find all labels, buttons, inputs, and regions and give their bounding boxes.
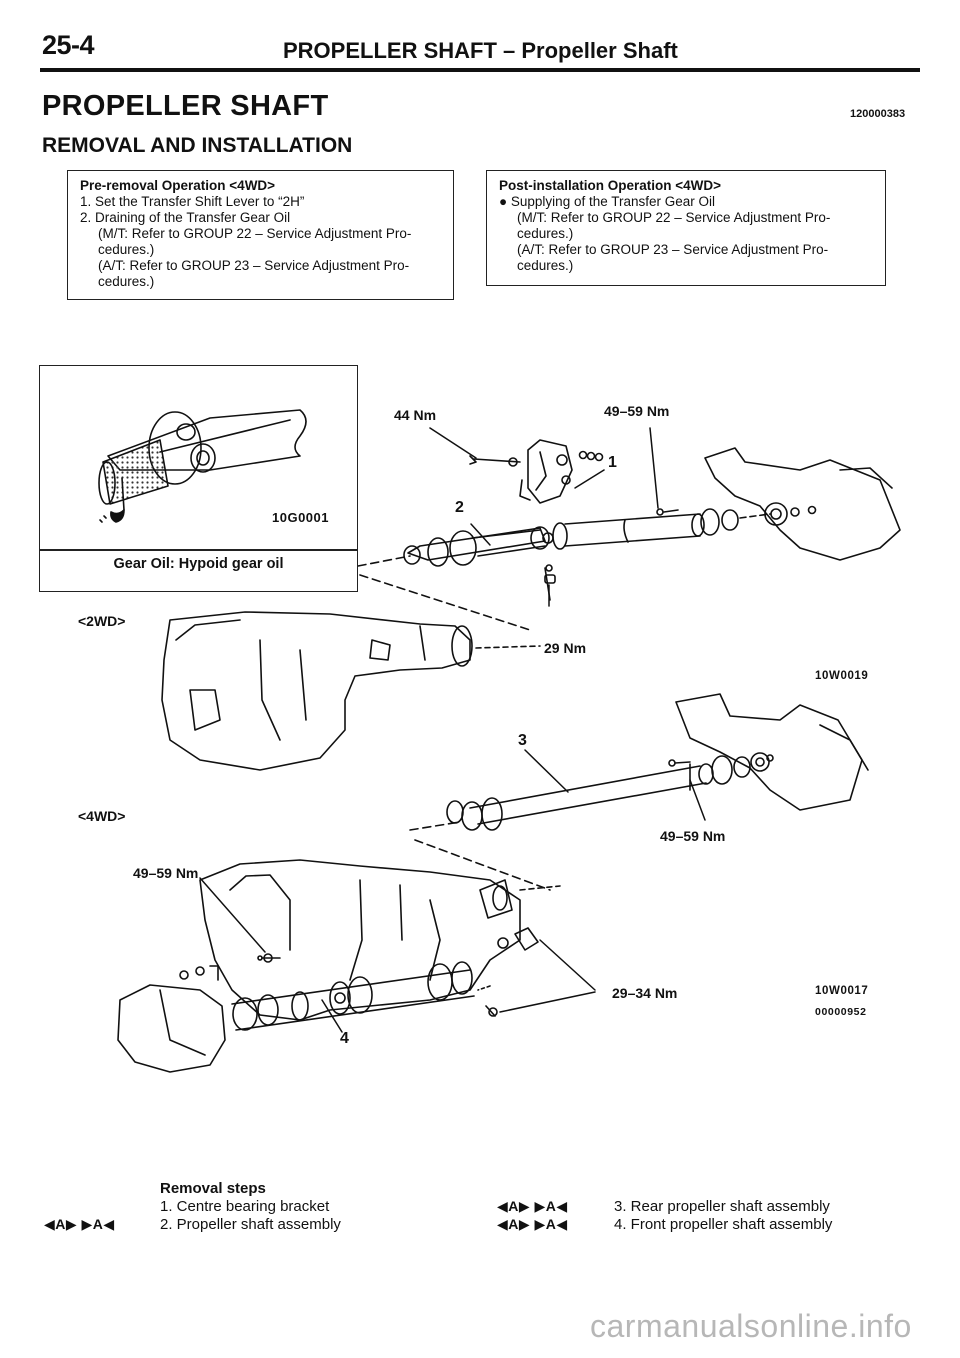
inset-divider xyxy=(39,549,358,551)
page-figure-code: 00000952 xyxy=(815,1006,867,1018)
pre-removal-line: (A/T: Refer to GROUP 23 – Service Adjust… xyxy=(98,258,410,273)
torque-label: 49–59 Nm xyxy=(604,403,670,419)
pre-removal-line: 1. Set the Transfer Shift Lever to “2H” xyxy=(80,194,305,209)
callout-leaders xyxy=(199,427,706,1033)
figure-code: 10W0019 xyxy=(815,670,869,682)
pre-removal-line: (M/T: Refer to GROUP 22 – Service Adjust… xyxy=(98,226,412,241)
torque-label: 29 Nm xyxy=(544,640,587,656)
torque-label: 49–59 Nm xyxy=(660,828,726,844)
pre-removal-line: 2. Draining of the Transfer Gear Oil xyxy=(80,210,291,225)
inset-panel xyxy=(39,365,358,592)
removal-step: 1. Centre bearing bracket xyxy=(160,1198,330,1215)
watermark: carmanualsonline.info xyxy=(590,1308,912,1344)
pre-removal-box: Pre-removal Operation <4WD> 1. Set the T… xyxy=(67,170,454,300)
post-installation-line: ● Supplying of the Transfer Gear Oil xyxy=(499,194,716,209)
inset-caption: Gear Oil: Hypoid gear oil xyxy=(113,556,284,572)
service-marks: ◀A▶ ▶A◀ xyxy=(44,1216,115,1232)
torque-label: 49–59 Nm xyxy=(133,865,199,881)
post-installation-box: Post-installation Operation <4WD> ● Supp… xyxy=(486,170,886,286)
pre-removal-heading: Pre-removal Operation <4WD> xyxy=(80,178,276,193)
torque-label: 44 Nm xyxy=(394,407,437,423)
header-rule xyxy=(40,68,920,72)
post-installation-line: cedures.) xyxy=(517,258,574,273)
section-title: PROPELLER SHAFT xyxy=(42,90,329,122)
callout-number: 3 xyxy=(518,732,527,749)
post-installation-line: (M/T: Refer to GROUP 22 – Service Adjust… xyxy=(517,210,831,225)
post-installation-heading: Post-installation Operation <4WD> xyxy=(499,178,722,193)
torque-label: 29–34 Nm xyxy=(612,985,678,1001)
two-wheel-drive-shaft xyxy=(161,439,901,771)
page-number: 25-4 xyxy=(42,30,95,60)
sleeve-yoke-illustration xyxy=(98,409,307,523)
post-installation-line: cedures.) xyxy=(517,226,574,241)
section-subtitle: REMOVAL AND INSTALLATION xyxy=(42,134,353,157)
pre-removal-line: cedures.) xyxy=(98,242,155,257)
figure-code: 10W0017 xyxy=(815,985,869,997)
four-wheel-drive-rear-shaft xyxy=(409,693,869,891)
pre-removal-line: cedures.) xyxy=(98,274,155,289)
running-header: PROPELLER SHAFT – Propeller Shaft xyxy=(283,38,678,63)
removal-step: 3. Rear propeller shaft assembly xyxy=(614,1198,830,1215)
service-marks: ◀A▶ ▶A◀ xyxy=(497,1216,568,1232)
variant-label-2wd: <2WD> xyxy=(78,613,126,629)
service-marks: ◀A▶ ▶A◀ xyxy=(497,1198,568,1214)
removal-step: 4. Front propeller shaft assembly xyxy=(614,1216,833,1233)
removal-step: 2. Propeller shaft assembly xyxy=(160,1216,341,1233)
removal-steps-heading: Removal steps xyxy=(160,1180,266,1197)
post-installation-line: (A/T: Refer to GROUP 23 – Service Adjust… xyxy=(517,242,829,257)
section-code: 120000383 xyxy=(850,108,906,120)
callout-number: 1 xyxy=(608,454,617,471)
inset-figure-code: 10G0001 xyxy=(272,510,329,525)
four-wheel-drive-transmission xyxy=(117,859,561,1073)
callout-number: 2 xyxy=(455,499,464,516)
variant-label-4wd: <4WD> xyxy=(78,808,126,824)
callout-number: 4 xyxy=(340,1030,349,1047)
